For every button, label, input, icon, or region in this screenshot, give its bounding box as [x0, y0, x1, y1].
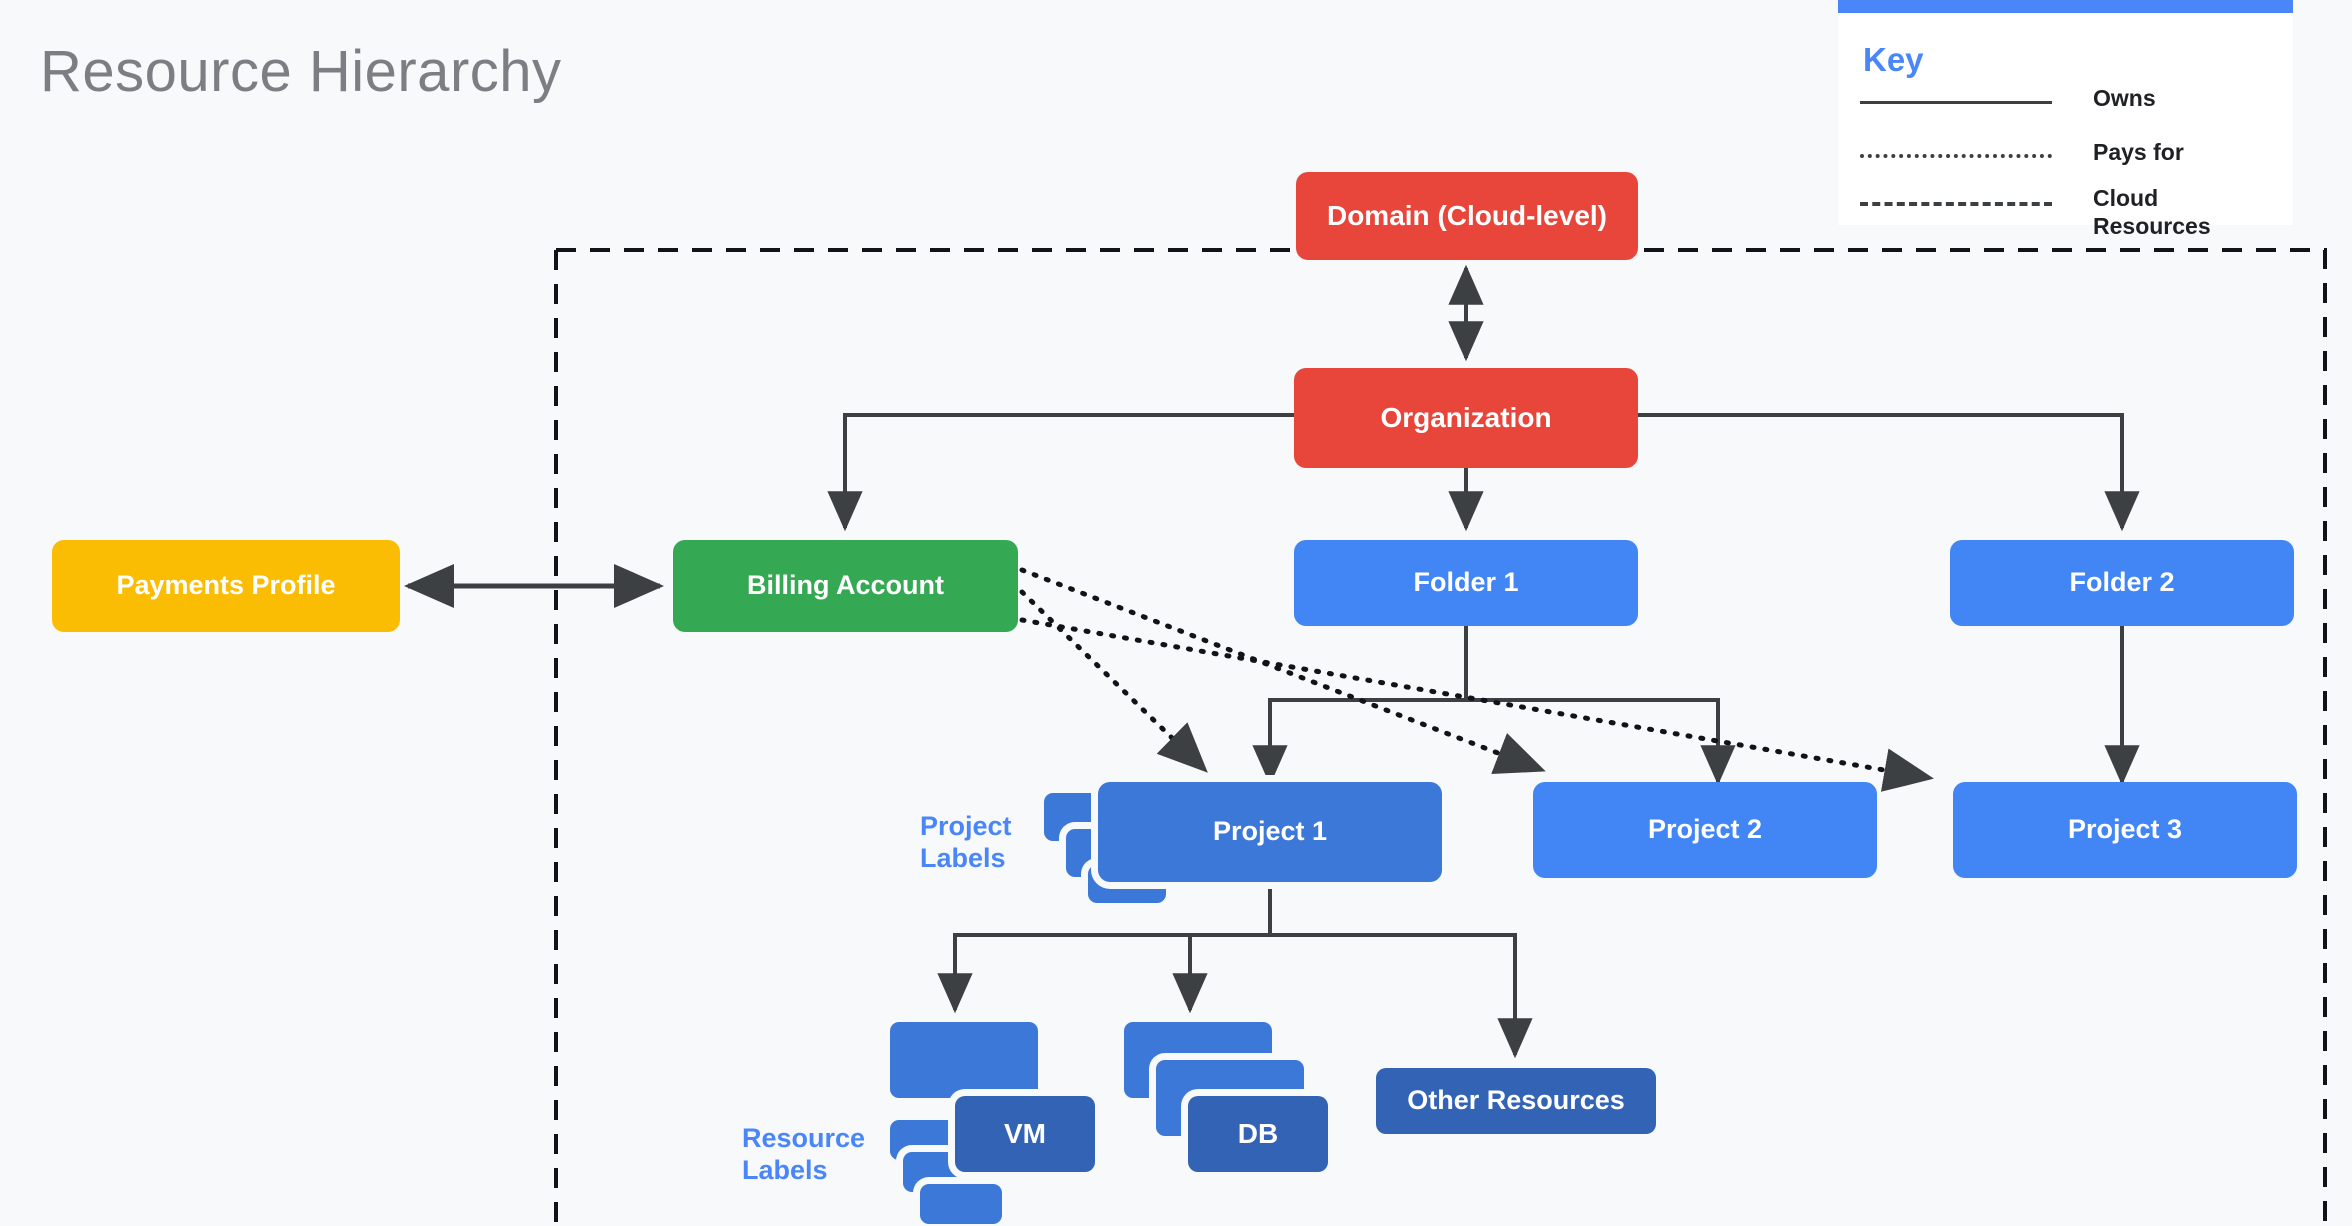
node-folder-1[interactable]: Folder 1	[1294, 540, 1638, 626]
vm-card-back	[890, 1022, 1038, 1098]
project-labels-annotation: Project Labels	[920, 811, 1012, 874]
legend-label-owns: Owns	[2093, 85, 2156, 111]
node-organization[interactable]: Organization	[1294, 368, 1638, 468]
vm-label-card-3	[920, 1184, 1002, 1224]
legend-panel: Key Owns Pays for Cloud Resources	[1838, 0, 2293, 239]
edge-billing-project1	[1019, 589, 1208, 773]
node-other-resources[interactable]: Other Resources	[1376, 1068, 1656, 1134]
legend-label-pays-for: Pays for	[2093, 139, 2184, 165]
edge-organization-billing	[827, 413, 1294, 532]
node-billing-account[interactable]: Billing Account	[673, 540, 1018, 632]
edge-organization-folder2	[1638, 413, 2140, 532]
legend-label-cloud-resources: Cloud Resources	[2093, 185, 2211, 239]
node-project-3[interactable]: Project 3	[1953, 782, 2297, 878]
node-domain[interactable]: Domain (Cloud-level)	[1296, 172, 1638, 260]
node-project-1[interactable]: Project 1	[1098, 782, 1442, 882]
page-title: Resource Hierarchy	[40, 39, 562, 104]
edge-folder1-projects	[1252, 626, 1468, 786]
node-payments-profile[interactable]: Payments Profile	[52, 540, 400, 632]
legend-line-owns	[1860, 101, 2052, 104]
legend-line-cloud-resources	[1860, 202, 2052, 206]
resource-labels-annotation: Resource Labels	[742, 1123, 866, 1186]
node-db[interactable]: DB	[1188, 1096, 1328, 1172]
edge-folder1-project2	[1466, 698, 1736, 786]
edge-project1-db	[1172, 933, 1270, 1014]
legend-line-pays-for	[1860, 154, 2052, 158]
node-folder-2[interactable]: Folder 2	[1950, 540, 2294, 626]
legend-heading: Key	[1863, 41, 1924, 78]
node-project-2[interactable]: Project 2	[1533, 782, 1877, 878]
node-vm[interactable]: VM	[955, 1096, 1095, 1172]
edge-project1-other	[1270, 933, 1533, 1059]
edge-billing-project3	[1019, 617, 1934, 792]
